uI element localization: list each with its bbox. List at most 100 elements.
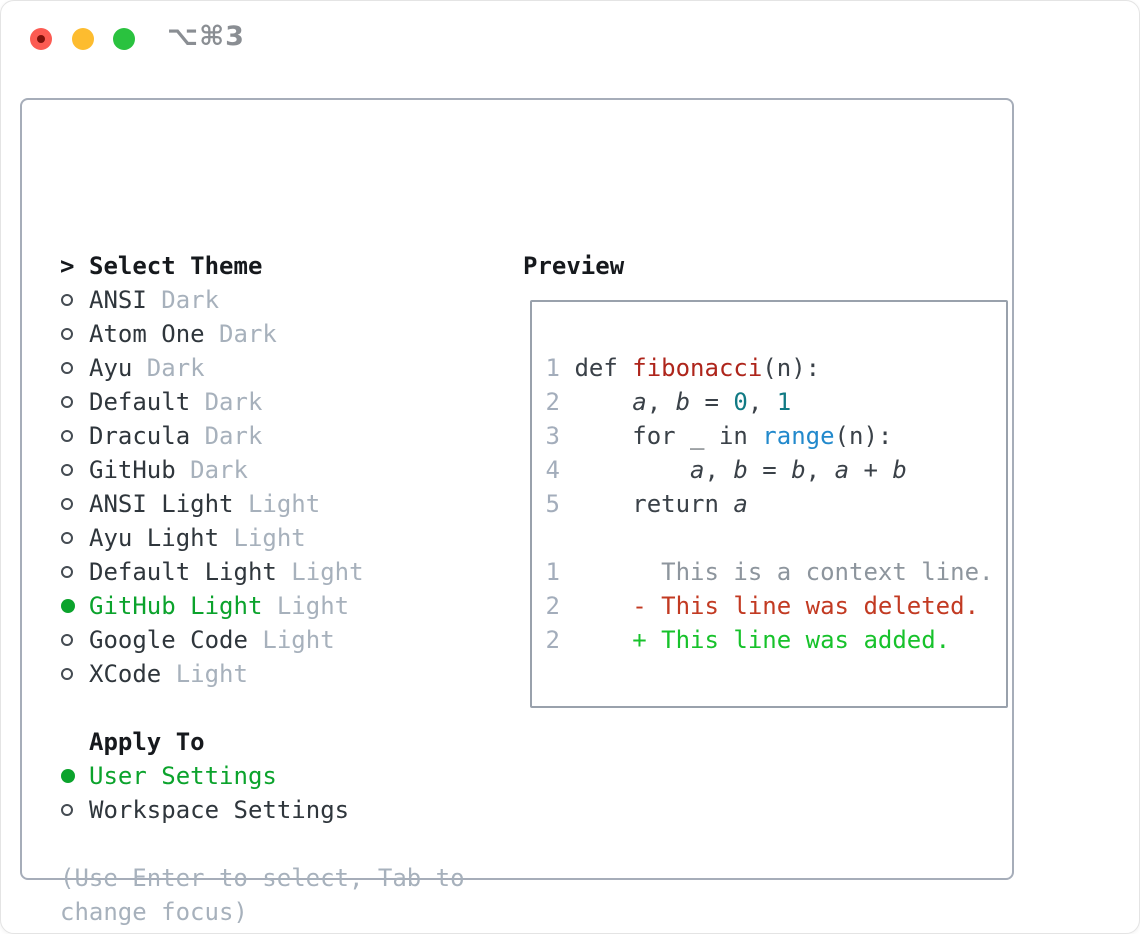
code-line: 2 + This line was added. bbox=[545, 623, 996, 657]
code-segment: , bbox=[747, 388, 777, 416]
theme-option[interactable]: XCode Light bbox=[60, 657, 364, 691]
code-segment: range bbox=[762, 422, 835, 450]
radio-circle bbox=[61, 634, 73, 646]
option-variant-tag: Dark bbox=[146, 286, 220, 314]
code-text: def fibonacci(n): bbox=[560, 351, 820, 385]
option-label: Ayu Light bbox=[89, 524, 220, 552]
code-line: 4 a, b = b, a + b bbox=[545, 453, 996, 487]
code-segment: This is a context line. bbox=[574, 558, 994, 586]
option-variant-tag: Light bbox=[262, 592, 350, 620]
theme-option[interactable]: GitHub Light Light bbox=[60, 589, 364, 623]
option-label: Workspace Settings bbox=[89, 796, 350, 824]
apply-to-option[interactable]: Workspace Settings bbox=[60, 793, 349, 827]
theme-option[interactable]: Google Code Light bbox=[60, 623, 364, 657]
line-number: 2 bbox=[545, 592, 560, 620]
option-variant-tag: Light bbox=[219, 524, 306, 552]
code-segment: a bbox=[632, 388, 647, 416]
radio-icon bbox=[60, 793, 89, 827]
option-label: ANSI bbox=[89, 286, 147, 314]
option-variant-tag: Dark bbox=[190, 422, 263, 450]
code-line: 2 a, b = 0, 1 bbox=[545, 385, 996, 419]
preview-title: Preview bbox=[523, 252, 625, 280]
radio-icon bbox=[60, 521, 89, 555]
code-segment: return bbox=[574, 490, 734, 518]
option-label: User Settings bbox=[89, 762, 277, 790]
code-segment: + bbox=[849, 456, 893, 484]
radio-circle bbox=[61, 498, 73, 510]
line-number: 4 bbox=[545, 456, 560, 484]
option-label: Atom One bbox=[89, 320, 205, 348]
theme-option[interactable]: Default Dark bbox=[60, 385, 364, 419]
radio-icon bbox=[60, 453, 89, 487]
apply-to-option[interactable]: User Settings bbox=[60, 759, 349, 793]
theme-option[interactable]: Dracula Dark bbox=[60, 419, 364, 453]
radio-icon bbox=[60, 487, 89, 521]
radio-icon bbox=[60, 623, 89, 657]
line-number: 3 bbox=[545, 422, 560, 450]
code-segment: for _ in bbox=[574, 422, 763, 450]
window-titlebar: ⌥⌘3 bbox=[1, 1, 1139, 77]
code-segment: b bbox=[791, 456, 806, 484]
radio-icon bbox=[60, 419, 89, 453]
window-title: ⌥⌘3 bbox=[167, 21, 245, 52]
radio-icon bbox=[60, 317, 89, 351]
code-segment: def bbox=[574, 354, 633, 382]
code-segment: a bbox=[834, 456, 850, 484]
radio-icon bbox=[60, 657, 89, 691]
theme-option[interactable]: ANSI Dark bbox=[60, 283, 364, 317]
radio-icon bbox=[60, 385, 89, 419]
code-segment: = bbox=[747, 456, 792, 484]
option-variant-tag: Light bbox=[276, 558, 364, 586]
code-text: a, b = b, a + b bbox=[560, 453, 907, 487]
option-label: Default Light bbox=[89, 558, 277, 586]
code-segment: b bbox=[733, 456, 748, 484]
radio-circle bbox=[61, 328, 73, 340]
code-segment: a bbox=[690, 456, 705, 484]
code-text: a, b = 0, 1 bbox=[560, 385, 791, 419]
apply-to-header: Apply To bbox=[60, 725, 349, 759]
radio-circle bbox=[61, 668, 73, 680]
code-line: 5 return a bbox=[545, 487, 996, 521]
radio-circle bbox=[61, 532, 73, 544]
theme-option[interactable]: GitHub Dark bbox=[60, 453, 364, 487]
theme-option[interactable]: Atom One Dark bbox=[60, 317, 364, 351]
option-label: GitHub bbox=[89, 456, 176, 484]
code-segment: , bbox=[704, 456, 734, 484]
code-segment: , bbox=[646, 388, 676, 416]
option-variant-tag: Light bbox=[233, 490, 321, 518]
option-variant-tag: Dark bbox=[190, 388, 263, 416]
option-variant-tag: Light bbox=[247, 626, 335, 654]
theme-option[interactable]: Default Light Light bbox=[60, 555, 364, 589]
radio-circle bbox=[61, 566, 73, 578]
cursor-prefix: > bbox=[60, 252, 75, 280]
code-segment: - This line was deleted. bbox=[574, 592, 980, 620]
line-number: 1 bbox=[545, 558, 560, 586]
theme-option[interactable]: ANSI Light Light bbox=[60, 487, 364, 521]
radio-circle bbox=[61, 464, 73, 476]
close-button[interactable] bbox=[30, 28, 52, 50]
option-label: Dracula bbox=[89, 422, 191, 450]
code-line: 3 for _ in range(n): bbox=[545, 419, 996, 453]
code-segment: 1 bbox=[776, 388, 792, 416]
theme-option[interactable]: Ayu Light Light bbox=[60, 521, 364, 555]
code-segment bbox=[574, 388, 632, 416]
code-segment: (n): bbox=[762, 354, 821, 382]
minimize-button[interactable] bbox=[72, 28, 94, 50]
option-label: Default bbox=[89, 388, 191, 416]
code-text: return a bbox=[560, 487, 748, 521]
radio-circle bbox=[61, 362, 73, 374]
help-text-line: change focus) bbox=[60, 898, 248, 926]
option-label: Google Code bbox=[89, 626, 248, 654]
line-number: 2 bbox=[545, 626, 560, 654]
code-line: 1 This is a context line. bbox=[545, 555, 996, 589]
zoom-button[interactable] bbox=[113, 28, 135, 50]
code-line bbox=[545, 521, 996, 555]
radio-circle bbox=[61, 396, 73, 408]
theme-option[interactable]: Ayu Dark bbox=[60, 351, 364, 385]
radio-icon bbox=[60, 351, 89, 385]
radio-circle bbox=[61, 599, 75, 613]
